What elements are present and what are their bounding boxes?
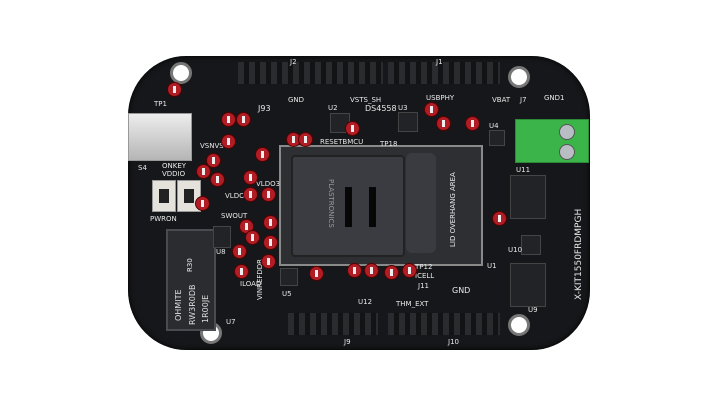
test-point	[310, 267, 323, 280]
label-vddio: VDDIO	[162, 170, 186, 178]
test-point	[244, 171, 257, 184]
label-u11: U11	[516, 166, 531, 174]
test-point	[262, 188, 275, 201]
test-point	[207, 154, 220, 167]
label-j7: J7	[520, 96, 527, 104]
label-j9: J9	[344, 338, 351, 346]
lid-area-label: LID OVERHANG AREA	[449, 172, 457, 247]
header-j1	[388, 62, 500, 84]
ic-u11	[510, 175, 546, 219]
test-point	[168, 83, 181, 96]
ic-u3	[398, 112, 418, 132]
mounting-hole	[170, 62, 192, 84]
test-point	[262, 255, 275, 268]
label-u7: U7	[226, 318, 236, 326]
label-gnd1: GND1	[544, 94, 565, 102]
label-swout: SWOUT	[221, 212, 248, 220]
sense-resistor: OHMITE RW3R0DB 1R00JE	[166, 229, 216, 331]
pwron-button[interactable]	[152, 180, 176, 212]
label-u4: U4	[489, 122, 499, 130]
test-point	[211, 173, 224, 186]
ic-u5	[280, 268, 298, 286]
label-reset: RESETBMCU	[320, 138, 364, 146]
label-j93: J93	[258, 104, 271, 113]
header-j2	[238, 62, 383, 84]
label-vldo1: VLDO1	[225, 192, 250, 200]
test-point	[197, 165, 210, 178]
label-tp18: TP18	[380, 140, 398, 148]
test-point	[466, 117, 479, 130]
socket-hinge	[406, 153, 436, 253]
label-u5: U5	[282, 290, 292, 298]
test-point	[233, 245, 246, 258]
test-point	[365, 264, 378, 277]
label-j11: J11	[418, 282, 429, 290]
label-iload: ILOAD	[240, 280, 262, 288]
test-point	[264, 236, 277, 249]
test-point	[222, 113, 235, 126]
label-vsnvs: VSNVS	[200, 142, 224, 150]
resistor-text: RW3R0DB	[188, 284, 197, 325]
label-vbat: VBAT	[492, 96, 511, 104]
test-point	[256, 148, 269, 161]
terminal-block	[515, 119, 589, 163]
mounting-hole	[508, 314, 530, 336]
label-j10: J10	[448, 338, 459, 346]
test-point	[246, 231, 259, 244]
label-tp1: TP1	[154, 100, 167, 108]
test-point	[346, 122, 359, 135]
test-point	[493, 212, 506, 225]
header-j9	[288, 313, 378, 335]
label-vldo3: VLDO3	[256, 180, 281, 188]
ic-u9	[510, 263, 546, 307]
header-j10	[388, 313, 500, 335]
test-point	[425, 103, 438, 116]
label-s4: S4	[138, 164, 147, 172]
label-pwron: PWRON	[150, 215, 177, 223]
test-point	[235, 265, 248, 278]
test-point	[237, 113, 250, 126]
test-point	[403, 264, 416, 277]
test-point	[287, 133, 300, 146]
ic-u8	[213, 226, 231, 248]
label-u8: U8	[216, 248, 226, 256]
test-point	[348, 264, 361, 277]
test-point	[264, 216, 277, 229]
usb-connector	[128, 113, 192, 161]
test-point	[240, 220, 253, 233]
ic-u4	[489, 130, 505, 146]
label-u12: U12	[358, 298, 373, 306]
label-u9: U9	[528, 306, 538, 314]
resistor-text: 1R00JE	[201, 294, 210, 323]
mounting-hole	[508, 66, 530, 88]
label-tp12: TP12	[415, 263, 433, 271]
label-u3: U3	[398, 104, 408, 112]
label-usbphy: USBPHY	[426, 94, 455, 102]
socket-lid: PLASTRONICS	[291, 155, 405, 257]
test-point	[437, 117, 450, 130]
edge-text: X-KIT1550FRDMPGH	[574, 208, 584, 300]
ic-u10	[521, 235, 541, 255]
label-u2: U2	[328, 104, 338, 112]
label-u10: U10	[508, 246, 523, 254]
label-u1: U1	[487, 262, 497, 270]
label-gnd: GND	[288, 96, 305, 104]
label-j2: J2	[290, 58, 297, 66]
socket-brand-label: PLASTRONICS	[327, 179, 335, 228]
resistor-text: OHMITE	[174, 289, 183, 321]
ic-socket: PLASTRONICS LID OVERHANG AREA	[279, 145, 483, 266]
test-point	[385, 266, 398, 279]
label-gnd: GND	[452, 286, 471, 295]
label-onkey: ONKEY	[162, 162, 187, 170]
test-point	[244, 188, 257, 201]
label-j1: J1	[436, 58, 443, 66]
label-icell: ICELL	[415, 272, 435, 280]
chip-label: DS4558	[365, 104, 397, 113]
test-point	[196, 197, 209, 210]
label-vsts: VSTS_SH	[350, 96, 382, 104]
test-point	[222, 135, 235, 148]
label-r30: R30	[186, 258, 194, 272]
label-thm-ext: THM_EXT	[396, 300, 429, 308]
test-point	[299, 133, 312, 146]
